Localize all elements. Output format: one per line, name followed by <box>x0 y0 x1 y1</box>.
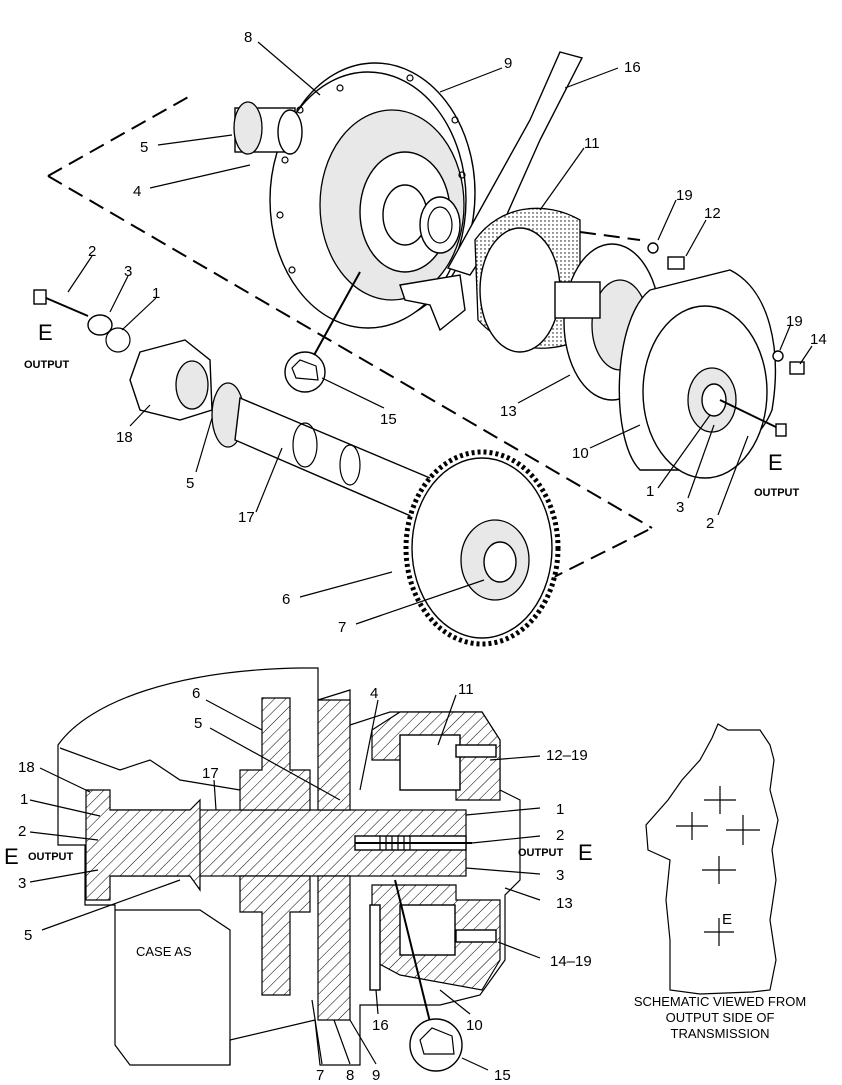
callout-15: 15 <box>380 411 397 428</box>
callout-5: 5 <box>186 475 194 492</box>
cover-part <box>618 269 787 479</box>
callout-8: 8 <box>244 29 252 46</box>
sec-right-output-letter: E <box>578 840 593 865</box>
bolt-14-part <box>772 350 805 375</box>
sec-callout-2-right: 2 <box>556 827 564 844</box>
right-output-letter: E <box>768 450 783 475</box>
callout-19: 19 <box>676 187 693 204</box>
sec-callout-12-19: 12–19 <box>546 747 588 764</box>
case-detail-line <box>115 909 231 1065</box>
callout-16: 16 <box>624 59 641 76</box>
gear-section <box>239 697 311 811</box>
right-output-label: OUTPUT <box>754 487 800 499</box>
callout-17: 17 <box>238 509 255 526</box>
callout-6: 6 <box>282 591 290 608</box>
case-label: CASE AS <box>136 944 192 959</box>
sec-callout-3-right: 3 <box>556 867 564 884</box>
output-yoke-part <box>129 339 213 421</box>
transmission-silhouette <box>645 723 779 995</box>
callout-2: 2 <box>88 243 96 260</box>
sec-callout-3-left: 3 <box>18 875 26 892</box>
shaft-crosshairs <box>676 786 760 946</box>
callout-3: 3 <box>124 263 132 280</box>
section-leader-lines <box>29 694 541 1071</box>
callout-18: 18 <box>116 429 133 446</box>
gear-section-lower <box>239 875 311 996</box>
sec-callout-10: 10 <box>466 1017 483 1034</box>
sec-callout-14-19: 14–19 <box>550 953 592 970</box>
sec-callout-1-left: 1 <box>20 791 28 808</box>
left-output-label: OUTPUT <box>24 359 70 371</box>
left-bolt-part <box>33 289 131 353</box>
callout-4: 4 <box>133 183 141 200</box>
shaft-gear-part <box>233 101 303 155</box>
schematic-caption-line2: OUTPUT SIDE OF <box>666 1010 775 1025</box>
assembly-dash-line <box>47 95 191 177</box>
callout-7: 7 <box>338 619 346 636</box>
sec-callout-1-right: 1 <box>556 801 564 818</box>
callout-12: 12 <box>704 205 721 222</box>
callout-13: 13 <box>500 403 517 420</box>
schematic-view: E SCHEMATIC VIEWED FROM OUTPUT SIDE OF T… <box>634 723 806 1041</box>
bolt-14-section <box>455 929 497 943</box>
output-shaft-part <box>211 382 431 521</box>
sec-callout-7: 7 <box>316 1067 324 1084</box>
schematic-output-marker: E <box>722 911 732 928</box>
callout-14: 14 <box>810 331 827 348</box>
gear-part <box>403 449 561 647</box>
sec-left-output-label: OUTPUT <box>28 851 74 863</box>
sec-right-output-label: OUTPUT <box>518 847 564 859</box>
callout-19: 19 <box>786 313 803 330</box>
bolt-12-part <box>647 242 685 270</box>
sec-callout-4: 4 <box>370 685 378 702</box>
bolt-12-section <box>455 744 497 758</box>
sec-callout-5-lower: 5 <box>24 927 32 944</box>
assembly-dash-line <box>579 231 641 241</box>
leader-lines <box>67 41 813 625</box>
assembly-dash-line <box>47 175 653 529</box>
callout-10: 10 <box>572 445 589 462</box>
sec-callout-16: 16 <box>372 1017 389 1034</box>
lever-part <box>446 51 584 276</box>
sec-callout-15: 15 <box>494 1067 511 1084</box>
section-view: 6 4 11 5 17 12–19 18 1 1 2 2 3 3 13 5 14… <box>4 667 593 1084</box>
assembly-dash-line <box>547 527 653 581</box>
hub-section <box>317 699 351 1021</box>
exploded-view: 8 9 16 5 4 11 19 12 2 3 1 19 14 18 15 13… <box>24 29 827 647</box>
sec-callout-11: 11 <box>458 681 474 698</box>
case-inner-line <box>59 747 241 791</box>
left-yoke-section <box>85 789 201 901</box>
band-pocket-lower <box>399 904 456 956</box>
schematic-caption-line3: TRANSMISSION <box>671 1026 770 1041</box>
callout-2: 2 <box>706 515 714 532</box>
callout-3: 3 <box>676 499 684 516</box>
sec-callout-9: 9 <box>372 1067 380 1084</box>
lever-section <box>369 904 381 991</box>
sec-callout-17: 17 <box>202 765 219 782</box>
sec-callout-18: 18 <box>18 759 35 776</box>
detail-circle-15 <box>284 271 361 393</box>
sec-callout-8: 8 <box>346 1067 354 1084</box>
callout-9: 9 <box>504 55 512 72</box>
left-output-letter: E <box>38 320 53 345</box>
callout-1: 1 <box>152 285 160 302</box>
sec-left-output-letter: E <box>4 844 19 869</box>
sec-callout-13: 13 <box>556 895 573 912</box>
callout-1: 1 <box>646 483 654 500</box>
sec-callout-5: 5 <box>194 715 202 732</box>
housing-drum-part <box>269 62 476 329</box>
callout-5: 5 <box>140 139 148 156</box>
sec-callout-2-left: 2 <box>18 823 26 840</box>
callout-11: 11 <box>584 135 600 152</box>
section-detail-circle-15 <box>394 879 463 1072</box>
band-pocket <box>399 734 461 791</box>
fork-part <box>399 274 466 332</box>
sec-callout-6: 6 <box>192 685 200 702</box>
schematic-caption-line1: SCHEMATIC VIEWED FROM <box>634 994 806 1009</box>
